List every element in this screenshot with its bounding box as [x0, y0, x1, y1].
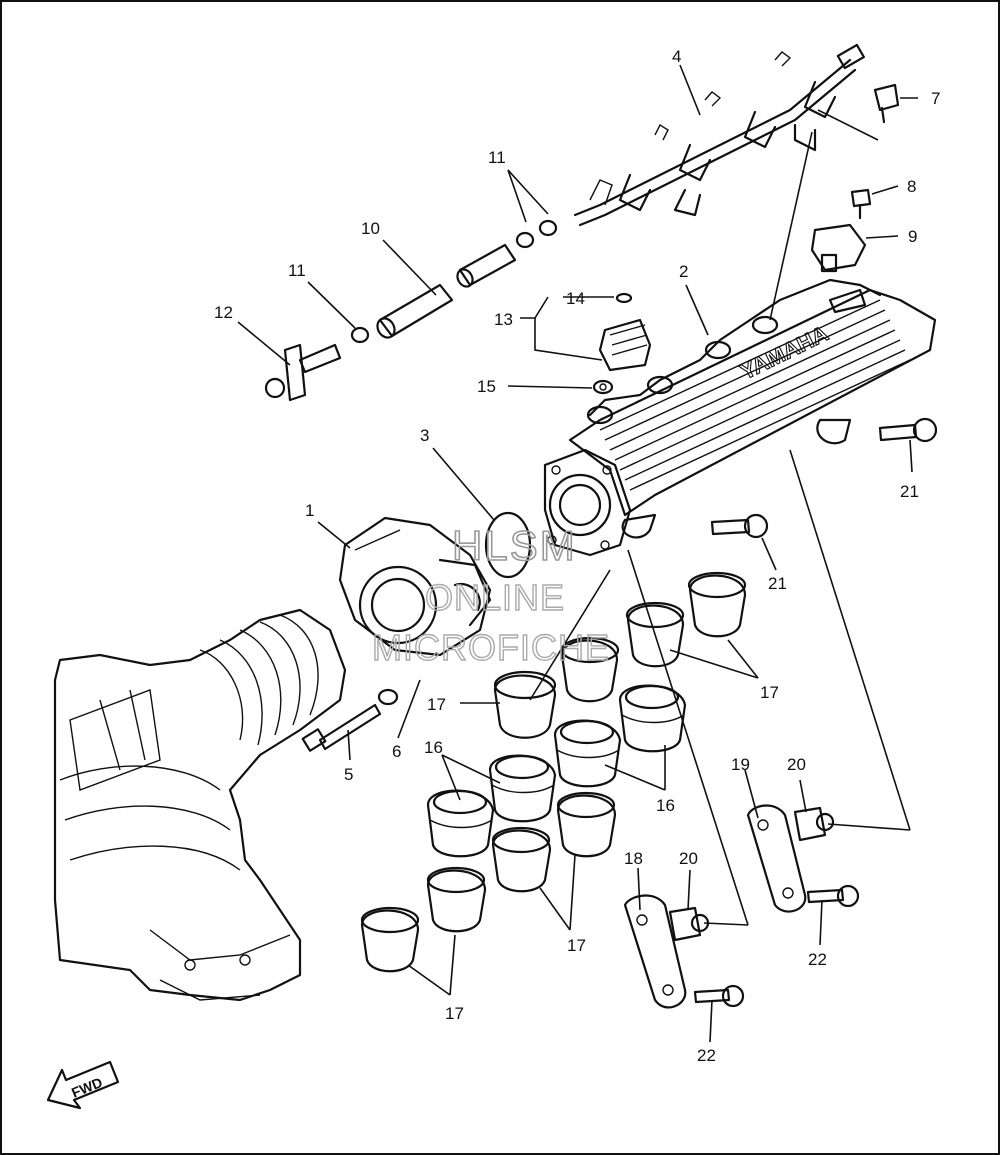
bracket-18 [623, 894, 687, 1009]
callout-2: 2 [679, 262, 688, 281]
callout-17-d: 17 [445, 1004, 464, 1023]
fuel-injector [592, 292, 652, 395]
callout-1: 1 [305, 501, 314, 520]
watermark-line-3: MICROFICHE [372, 627, 610, 668]
callout-17-b: 17 [760, 683, 779, 702]
grommet-20-upper [793, 806, 835, 842]
callout-22-lower: 22 [697, 1046, 716, 1065]
hose-clamp [360, 906, 420, 973]
callout-19: 19 [731, 755, 750, 774]
callout-6: 6 [392, 742, 401, 761]
sensor [810, 223, 867, 273]
callout-4: 4 [672, 47, 681, 66]
leader-lines [237, 64, 918, 1043]
callout-20-lower: 20 [679, 849, 698, 868]
fwd-label: FWD [69, 1074, 105, 1101]
callout-21-lower: 21 [768, 574, 787, 593]
grommet-20-lower [668, 906, 710, 942]
callout-18: 18 [624, 849, 643, 868]
fuel-hose [264, 219, 558, 402]
hose-clamp [560, 636, 620, 703]
bolt-8 [850, 188, 872, 220]
callout-11-upper: 11 [488, 148, 506, 167]
hose-clamp [556, 791, 617, 858]
callout-7: 7 [931, 89, 940, 108]
callout-14: 14 [566, 289, 585, 308]
throttle-body [338, 516, 492, 657]
callout-15: 15 [477, 377, 496, 396]
o-ring [484, 511, 532, 579]
callout-20-upper: 20 [787, 755, 806, 774]
watermark: HLSM ONLINE MICROFICHE [371, 521, 610, 669]
callout-8: 8 [907, 177, 916, 196]
callout-12: 12 [214, 303, 233, 322]
bolt-21-upper [878, 417, 938, 443]
callout-11-lower: 11 [288, 261, 306, 280]
callout-16-right: 16 [656, 796, 675, 815]
callout-3: 3 [420, 426, 429, 445]
hose-clamp [687, 571, 747, 638]
watermark-line-2: ONLINE [425, 577, 565, 618]
bolt-7 [873, 83, 900, 124]
washer [377, 688, 399, 706]
hose-clamp [426, 866, 487, 933]
callout-13: 13 [494, 310, 513, 329]
callout-22-upper: 22 [808, 950, 827, 969]
intake-joint [488, 754, 557, 823]
hose-clamp [493, 670, 557, 739]
callout-5: 5 [344, 765, 353, 784]
intake-joint [553, 719, 622, 788]
bolt-22-lower [693, 984, 745, 1008]
callout-labels: 1 2 3 4 5 6 7 8 9 10 11 11 12 13 14 15 1… [214, 47, 940, 1065]
intake-manifold: YAMAHA [543, 278, 937, 557]
callout-21-upper: 21 [900, 482, 919, 501]
fuel-rail [573, 43, 865, 227]
callout-16-left: 16 [424, 738, 443, 757]
bolt [301, 703, 382, 752]
hose-clamp [491, 826, 552, 893]
callout-10: 10 [361, 219, 380, 238]
intake-joint [618, 684, 687, 753]
bolt-21-lower [710, 513, 769, 539]
hose-clamp [625, 601, 685, 668]
watermark-line-1: HLSM [452, 522, 577, 569]
air-intake-duct [53, 608, 347, 1002]
fwd-arrow-icon: FWD [46, 1060, 120, 1110]
callout-17-a: 17 [427, 695, 446, 714]
intake-joint [426, 789, 495, 858]
callout-17-c: 17 [567, 936, 586, 955]
bracket-19 [746, 804, 807, 913]
bolt-22-upper [806, 884, 860, 908]
callout-9: 9 [908, 227, 917, 246]
